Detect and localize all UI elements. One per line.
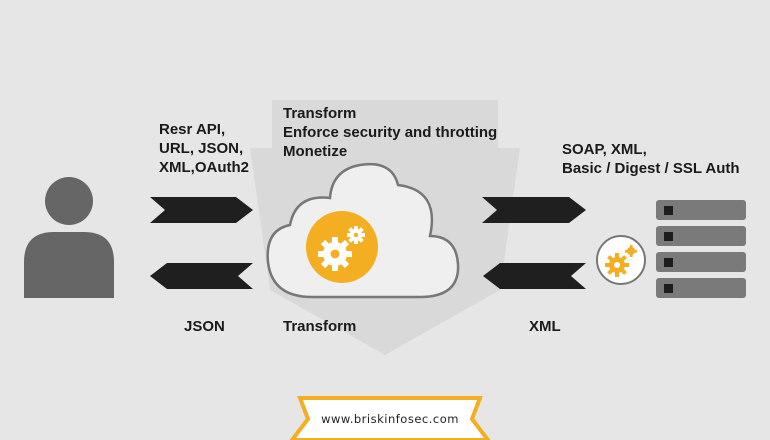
backend-request-line: SOAP, XML, [562,141,647,158]
backend-response-label: XML [529,318,561,335]
backend-request-line: Basic / Digest / SSL Auth [562,160,740,177]
gateway-function-line: Transform [283,105,357,122]
person-icon [24,177,114,298]
server-unit [656,200,746,220]
footer-url: www.briskinfosec.com [321,412,459,426]
server-unit [656,278,746,298]
server-led [664,206,673,215]
backend-request-formats: SOAP, XML, Basic / Digest / SSL Auth [562,140,740,178]
client-request-line: XML,OAuth2 [159,159,249,176]
gateway-response-label: Transform [283,318,357,335]
server-led [664,232,673,241]
gateway-function-line: Monetize [283,143,348,160]
client-request-arrow [150,197,253,223]
server-unit [656,252,746,272]
server-led [664,284,673,293]
footer-badge [289,396,491,440]
gateway-gear-icon [306,211,378,283]
client-response-arrow [150,263,253,289]
client-request-line: Resr API, [159,121,226,138]
gateway-functions: Transform Enforce security and throtting… [283,104,497,161]
backend-gear-icon [596,235,646,285]
backend-request-arrow [482,197,586,223]
gateway-function-line: Enforce security and throtting [283,124,498,141]
backend-response-arrow [483,263,586,289]
server-led [664,258,673,267]
client-request-formats: Resr API, URL, JSON, XML,OAuth2 [159,120,249,177]
client-response-label: JSON [184,318,225,335]
server-unit [656,226,746,246]
client-request-line: URL, JSON, [159,140,244,157]
